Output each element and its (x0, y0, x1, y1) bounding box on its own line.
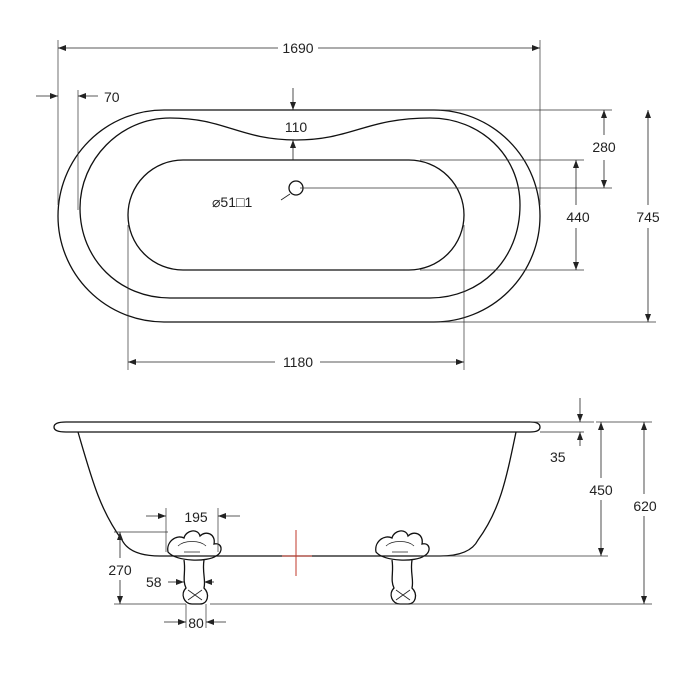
arrow (117, 532, 123, 540)
arrow (206, 619, 214, 625)
dim-overall-width: 745 (636, 209, 660, 225)
claw-foot-left (167, 530, 222, 605)
dim-rim-width: 70 (104, 89, 120, 105)
arrow (158, 513, 166, 519)
arrow (218, 513, 226, 519)
top-basin (127, 159, 465, 271)
side-body (77, 431, 517, 557)
top-inner-rim (79, 117, 521, 299)
dim-overall-length: 1690 (282, 40, 313, 56)
dim-foot-height: 270 (108, 562, 132, 578)
top-view: ⌀51□1 1690 70 110 280 (36, 40, 660, 370)
arrow (117, 596, 123, 604)
arrow (641, 422, 647, 430)
dim-foot-base: 80 (188, 615, 204, 631)
arrow (456, 359, 464, 365)
side-view: 35 450 620 195 270 (53, 398, 657, 631)
arrow (50, 93, 58, 99)
arrow (641, 596, 647, 604)
side-rim (53, 421, 541, 433)
dim-rim-thickness: 35 (550, 449, 566, 465)
arrow (204, 579, 212, 585)
arrow (601, 110, 607, 118)
arrow (645, 110, 651, 118)
arrow (598, 548, 604, 556)
dim-bath-depth: 450 (589, 482, 613, 498)
dim-inner-length: 1180 (283, 354, 313, 370)
arrow (178, 619, 186, 625)
arrow (58, 45, 66, 51)
arrow (645, 314, 651, 322)
dim-overall-height: 620 (633, 498, 657, 514)
top-outer-rim (57, 109, 541, 323)
dim-foot-spacing: 195 (184, 509, 208, 525)
arrow (290, 140, 296, 148)
arrow (78, 93, 86, 99)
arrow (573, 160, 579, 168)
arrow (598, 422, 604, 430)
arrow (290, 102, 296, 110)
waste-leader (280, 193, 291, 201)
arrow (176, 579, 184, 585)
dim-inner-width: 440 (566, 209, 590, 225)
dim-foot-stem: 58 (146, 574, 162, 590)
claw-foot-right (375, 530, 430, 605)
arrow (573, 262, 579, 270)
arrow (577, 432, 583, 440)
arrow (577, 414, 583, 422)
waste-spec-label: ⌀51□1 (212, 194, 252, 210)
arrow (532, 45, 540, 51)
dim-half-width: 280 (592, 139, 616, 155)
arrow (128, 359, 136, 365)
dim-waste-offset: 110 (285, 119, 308, 135)
arrow (601, 180, 607, 188)
